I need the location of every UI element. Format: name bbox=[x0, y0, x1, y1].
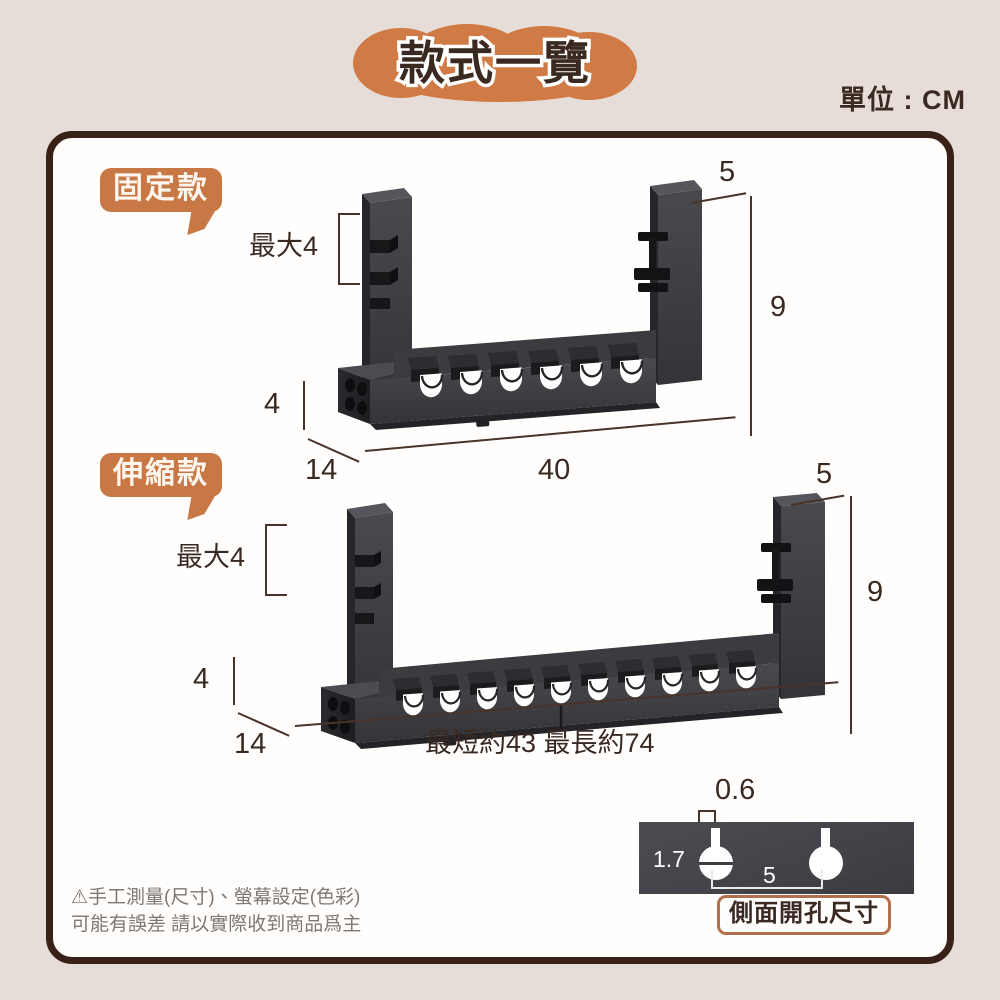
header: 款式一覽 單位 : CM bbox=[0, 0, 1000, 130]
rule-telescopic-tray-height bbox=[233, 657, 235, 705]
rule-fixed-arm-height bbox=[750, 196, 752, 436]
spec-card: 固定款 bbox=[46, 131, 954, 964]
dim-telescopic-arm-top-width: 5 bbox=[816, 458, 833, 490]
unit-label: 單位 : CM bbox=[839, 85, 966, 115]
disclaimer-text: ⚠手工測量(尺寸)、螢幕設定(色彩) 可能有誤差 請以實際收到商品爲主 bbox=[71, 887, 362, 936]
page-title: 款式一覽 bbox=[396, 34, 593, 93]
dim-telescopic-tray-depth: 14 bbox=[234, 728, 267, 760]
rule-telescopic-arm-height bbox=[850, 496, 852, 734]
dim-telescopic-clamp-opening: 最大4 bbox=[176, 542, 246, 572]
dim-fixed-arm-top-width: 5 bbox=[719, 156, 736, 188]
title-blob-shape bbox=[385, 50, 615, 102]
keyhole-circle bbox=[809, 846, 843, 880]
bracket-fixed-clamp-opening bbox=[338, 213, 360, 285]
rule-hole-spacing-left-tick bbox=[711, 870, 713, 888]
side-hole-photo: 1.7 5 bbox=[639, 822, 914, 894]
model-tag-telescopic: 伸縮款 bbox=[100, 453, 222, 497]
side-hole-caption: 側面開孔尺寸 bbox=[717, 894, 891, 935]
keyhole-divider bbox=[699, 862, 733, 865]
dim-fixed-clamp-opening: 最大4 bbox=[249, 231, 319, 261]
dim-telescopic-arm-height: 9 bbox=[867, 576, 884, 608]
page-title-badge: 款式一覽 bbox=[345, 24, 645, 102]
dim-fixed-arm-height: 9 bbox=[770, 291, 787, 323]
bracket-hole-width bbox=[698, 810, 716, 822]
dim-fixed-tray-height: 4 bbox=[264, 388, 281, 420]
keyhole-neck bbox=[821, 828, 830, 850]
dim-hole-width: 0.6 bbox=[715, 774, 756, 806]
dim-telescopic-tray-length: 最短約43 最長約74 bbox=[425, 728, 655, 758]
dim-fixed-tray-length: 40 bbox=[538, 454, 571, 486]
dim-hole-spacing: 5 bbox=[763, 862, 776, 888]
rule-hole-spacing-right-tick bbox=[821, 870, 823, 888]
rule-hole-spacing bbox=[711, 887, 823, 889]
keyhole-neck bbox=[711, 828, 720, 850]
dim-hole-height: 1.7 bbox=[653, 846, 685, 872]
rule-fixed-tray-height bbox=[303, 381, 305, 430]
fixed-model-illustration bbox=[338, 180, 702, 430]
bracket-telescopic-clamp-opening bbox=[265, 524, 287, 596]
model-tag-fixed: 固定款 bbox=[100, 168, 222, 212]
dim-telescopic-tray-height: 4 bbox=[193, 663, 210, 695]
dim-fixed-tray-depth: 14 bbox=[305, 454, 338, 486]
